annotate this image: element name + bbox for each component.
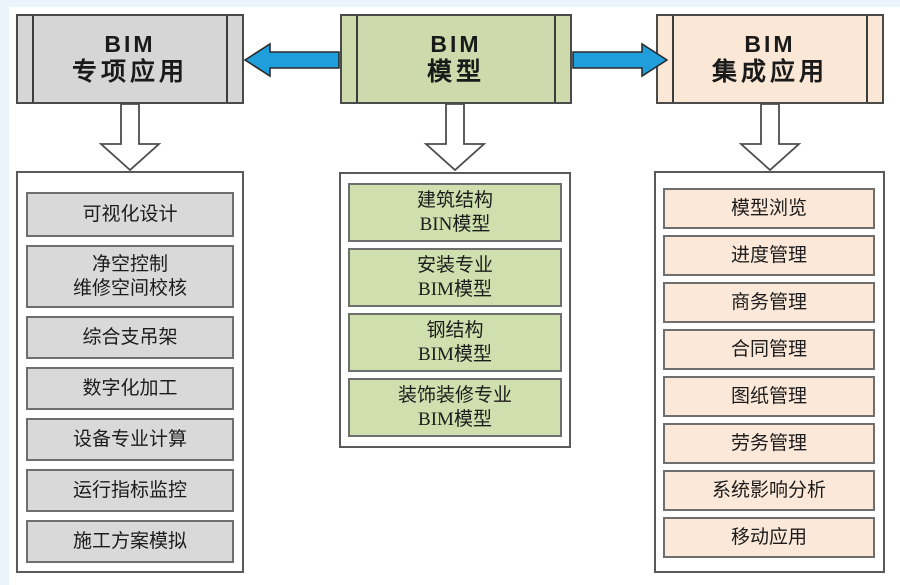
chip-left-1-line1: 净空控制 [91,254,168,276]
chip-center-0[interactable]: 建筑结构 BIN模型 [348,183,562,242]
header-inner-rule-left [32,16,34,102]
chip-center-1-line1: 安装专业 [416,255,493,277]
chip-right-5[interactable]: 劳务管理 [663,423,875,464]
down-arrow-center [423,104,487,172]
chip-left-0-line1: 可视化设计 [82,203,178,225]
chip-center-3-line1: 装饰装修专业 [397,385,512,407]
chip-left-5-line1: 运行指标监控 [72,479,187,501]
header-center-bim-model[interactable]: BIM 模型 [340,14,572,104]
chip-right-7-line1: 移动应用 [730,526,807,548]
chip-left-3-line1: 数字化加工 [82,377,178,399]
chip-left-1[interactable]: 净空控制 维修空间校核 [26,245,234,308]
chip-right-2-line1: 商务管理 [730,291,807,313]
chip-left-4[interactable]: 设备专业计算 [26,418,234,461]
chip-right-4[interactable]: 图纸管理 [663,376,875,417]
down-arrow-right [738,104,802,172]
header-right-line2: 集成应用 [711,57,828,86]
chip-right-6-line1: 系统影响分析 [711,479,826,501]
chip-center-1[interactable]: 安装专业 BIM模型 [348,248,562,307]
header-right-bim-integrated-application[interactable]: BIM 集成应用 [656,14,884,104]
chip-center-2-line1: 钢结构 [426,320,484,342]
chip-right-0[interactable]: 模型浏览 [663,188,875,229]
header-inner-rule-right [226,16,228,102]
chip-left-1-line2: 维修空间校核 [72,277,187,299]
chip-left-5[interactable]: 运行指标监控 [26,469,234,512]
chip-center-2[interactable]: 钢结构 BIM模型 [348,313,562,372]
chip-center-0-line2: BIN模型 [419,213,491,235]
chip-left-6-line1: 施工方案模拟 [72,530,187,552]
header-inner-rule-left [672,16,674,102]
header-left-line2: 专项应用 [71,57,188,86]
header-center-line2: 模型 [426,57,485,86]
chip-right-2[interactable]: 商务管理 [663,282,875,323]
chip-left-3[interactable]: 数字化加工 [26,367,234,410]
blue-arrow-left [244,42,340,78]
chip-left-6[interactable]: 施工方案模拟 [26,520,234,563]
header-right-line1: BIM [744,30,796,57]
chip-right-1-line1: 进度管理 [730,244,807,266]
down-arrow-left [98,104,162,172]
top-edge-band [0,0,900,7]
header-center-line1: BIM [430,30,482,57]
chip-left-2-line1: 综合支吊架 [82,326,178,348]
header-inner-rule-right [554,16,556,102]
chip-left-4-line1: 设备专业计算 [72,428,187,450]
chip-right-5-line1: 劳务管理 [730,432,807,454]
chip-center-3-line2: BIM模型 [418,408,492,430]
column-right-container [654,171,885,573]
header-inner-rule-left [356,16,358,102]
chip-right-1[interactable]: 进度管理 [663,235,875,276]
chip-right-6[interactable]: 系统影响分析 [663,470,875,511]
chip-right-4-line1: 图纸管理 [730,385,807,407]
chip-right-3-line1: 合同管理 [730,338,807,360]
blue-arrow-right [572,42,668,78]
chip-center-0-line1: 建筑结构 [416,190,493,212]
chip-right-3[interactable]: 合同管理 [663,329,875,370]
chip-center-2-line2: BIM模型 [418,343,492,365]
header-left-line1: BIM [104,30,156,57]
chip-center-3[interactable]: 装饰装修专业 BIM模型 [348,378,562,437]
chip-right-7[interactable]: 移动应用 [663,517,875,558]
left-edge-band [0,0,9,585]
chip-center-1-line2: BIM模型 [418,278,492,300]
chip-left-2[interactable]: 综合支吊架 [26,316,234,359]
header-inner-rule-right [866,16,868,102]
chip-right-0-line1: 模型浏览 [730,197,807,219]
header-left-bim-special-application[interactable]: BIM 专项应用 [16,14,244,104]
chip-left-0[interactable]: 可视化设计 [26,192,234,237]
